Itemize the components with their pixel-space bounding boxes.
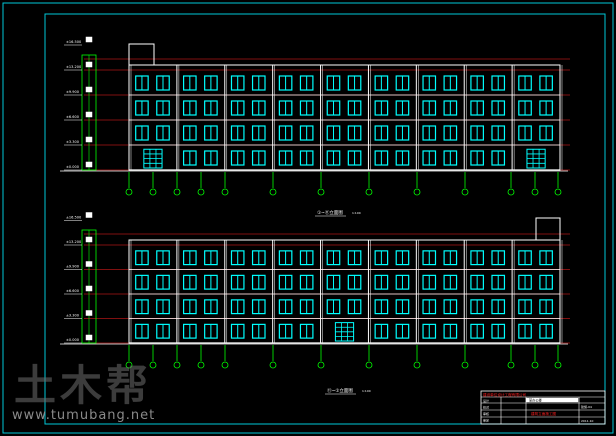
title-block-header: 建设单位设计工程有限公司: [483, 392, 527, 397]
bottom-elev-stair-tower: [535, 217, 561, 241]
title-block-frame: [480, 390, 606, 425]
bottom-elev-side-window: [85, 285, 93, 292]
bottom-elev-level-mark: ±13.200: [66, 240, 81, 244]
top-elev-level-mark: ±0.000: [66, 165, 79, 169]
bottom-elev-axis-bubble: [317, 361, 325, 369]
bottom-elev-axis-bubble: [413, 361, 421, 369]
top-elevation-caption: ①~⑪立面图: [317, 209, 343, 216]
top-elev-side-window: [85, 136, 93, 143]
bottom-elevation-scale: 1:100: [362, 389, 371, 393]
bottom-elev-side-window: [85, 310, 93, 316]
top-elev-side-window: [85, 111, 93, 118]
title-block-row-label: 审核: [483, 411, 489, 416]
bottom-elev-level-mark: ±3.300: [66, 314, 79, 318]
bottom-elevation-caption: ⑪~①立面图: [327, 387, 353, 394]
bottom-elev-level-mark: ±9.900: [66, 265, 79, 269]
bottom-elev-side-window: [85, 212, 93, 218]
top-elev-axis-bubble: [125, 188, 133, 196]
bottom-elev-level-mark: ±16.500: [66, 216, 81, 220]
top-elev-level-mark: ±9.900: [66, 90, 79, 94]
top-elev-axis-bubble: [554, 188, 562, 196]
top-elev-axis-bubble: [413, 188, 421, 196]
bottom-elev-axis-bubble: [269, 361, 277, 369]
top-elev-level-mark: ±6.600: [66, 115, 79, 119]
top-elev-level-mark: ±16.500: [66, 40, 81, 44]
title-block-row-label: 审定: [483, 418, 489, 423]
sheet-border-inner: [44, 13, 606, 425]
top-elev-axis-bubble: [149, 188, 157, 196]
top-elev-level-mark: ±3.300: [66, 140, 79, 144]
bottom-elev-axis-bubble: [221, 361, 229, 369]
title-block-date: 2011.10: [581, 419, 593, 423]
top-elev-side-window: [85, 161, 93, 168]
bottom-elev-axis-bubble: [507, 361, 515, 369]
title-block-row-label: 校对: [483, 405, 489, 410]
top-elev-axis-bubble: [365, 188, 373, 196]
title-block-sheet-no: 建施-04: [581, 404, 592, 409]
top-elev-axis-bubble: [531, 188, 539, 196]
bottom-elev-level-mark: ±0.000: [66, 338, 79, 342]
top-elev-outline: [128, 64, 561, 171]
top-elev-axis-bubble: [507, 188, 515, 196]
bottom-elev-side-window: [85, 334, 93, 341]
title-block-project: 某办公楼: [529, 398, 543, 403]
top-elev-axis-bubble: [269, 188, 277, 196]
bottom-elev-axis-bubble: [461, 361, 469, 369]
top-elev-axis-bubble: [461, 188, 469, 196]
bottom-elev-axis-bubble: [125, 361, 133, 369]
top-elev-side-window: [85, 61, 93, 68]
top-elev-axis-bubble: [317, 188, 325, 196]
top-elev-stair-tower: [128, 43, 155, 66]
top-elevation-scale: 1:100: [352, 211, 361, 215]
watermark-logo: 土木帮: [14, 361, 153, 410]
top-elev-axis-bubble: [221, 188, 229, 196]
bottom-elev-axis-bubble: [365, 361, 373, 369]
bottom-elev-axis-bubble: [173, 361, 181, 369]
top-elev-axis-bubble: [197, 188, 205, 196]
title-block-row-label: 设计: [483, 398, 489, 403]
title-block-sheet-name: 建筑立面施工图: [531, 411, 557, 416]
bottom-elev-axis-bubble: [197, 361, 205, 369]
top-elev-side-window: [85, 86, 93, 93]
title-block-project-fill: [525, 397, 579, 403]
bottom-elev-axis-bubble: [531, 361, 539, 369]
bottom-elev-side-window: [85, 236, 93, 243]
top-elev-level-mark: ±13.200: [66, 65, 81, 69]
top-elev-side-window: [85, 36, 93, 43]
bottom-elev-level-mark: ±6.600: [66, 289, 79, 293]
watermark-url: www.tumubang.net: [12, 408, 156, 423]
bottom-elev-side-window: [85, 261, 93, 267]
top-elev-axis-bubble: [173, 188, 181, 196]
bottom-elev-axis-bubble: [149, 361, 157, 369]
bottom-elev-axis-bubble: [554, 361, 562, 369]
